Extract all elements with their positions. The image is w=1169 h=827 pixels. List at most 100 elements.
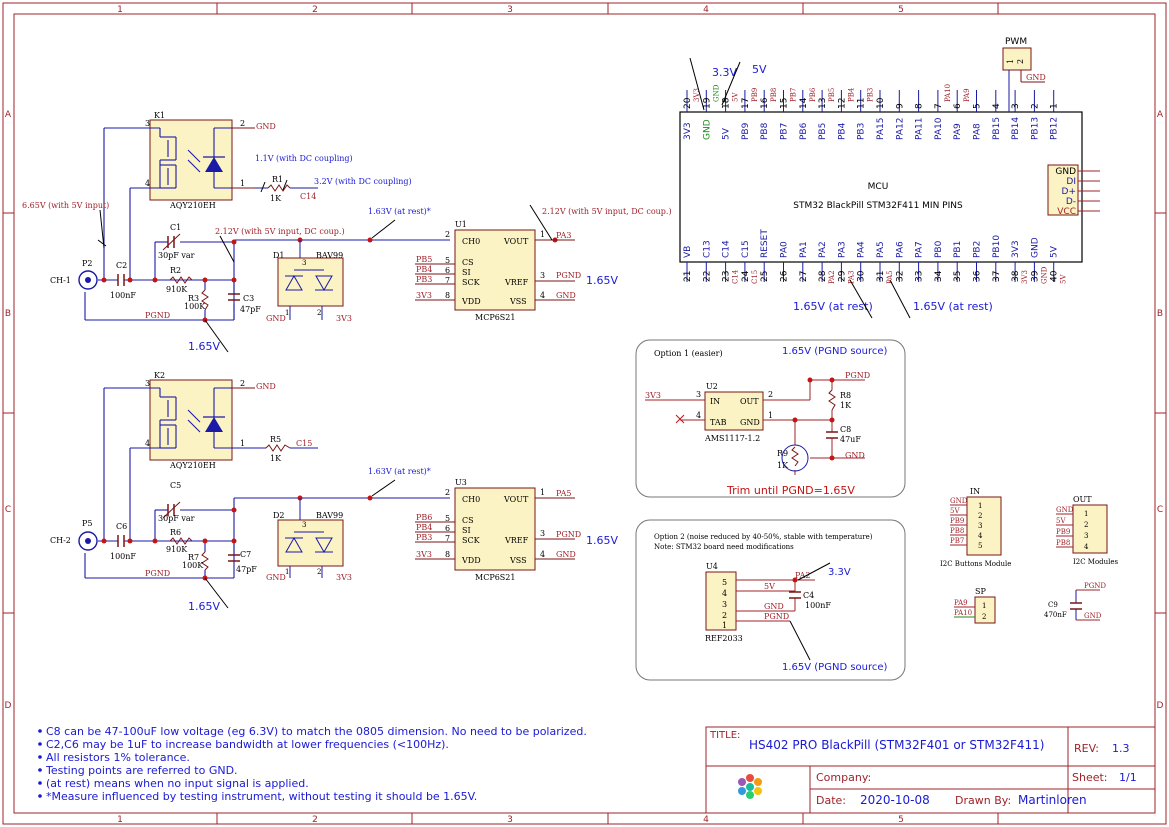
pwm-pin-2: 2 [1016,59,1025,64]
mcu-bottom-num: 23 [722,271,732,282]
mcu-bottom-pin: VB [683,246,693,258]
r2-value: 910K [166,285,188,294]
mcu-top-net: PB4 [847,87,855,102]
sp-net-pa9: PA9 [954,599,968,607]
d1-pin-2: 2 [317,309,321,317]
u4-num-2: 2 [722,611,727,620]
r5-net: C15 [296,439,312,448]
d1-part: BAV99 [316,251,343,260]
mcu-bottom-pin: PB2 [973,241,983,258]
tp-1v65-ch2: 1.65V [188,600,220,613]
c9-value: 470nF [1044,611,1067,619]
relay-k1-body [149,119,233,201]
c4-ref: C4 [803,591,814,600]
mcu-top-num: 10 [876,97,886,109]
r7-ref: R7 [188,553,199,562]
mcu-top-net: PB6 [809,87,817,102]
r8-ref: R8 [840,391,851,400]
mcu-bottom-pin: PB0 [934,240,944,258]
u1-pin-sck: SCK [462,278,481,287]
u3-num-4: 4 [540,550,545,559]
in-header [966,496,1002,556]
mcu-section: 203V33V319GNDGND185V5V17PB9PB916PB8PB815… [679,37,1100,319]
frame-col-2-bottom: 2 [312,815,318,825]
note-5: (at rest) means when no input signal is … [46,777,309,790]
date-label: Date: [816,794,846,807]
u2-pin-out: OUT [740,397,759,406]
mcu-top-net: PA9 [963,88,971,102]
mcu-top-num: 4 [992,103,1002,109]
u4-num-4: 4 [722,589,727,598]
note-2: C2,C6 may be 1uF to increase bandwidth a… [46,738,449,751]
in-num-3: 3 [978,522,982,530]
c9-pgnd: PGND [1084,582,1106,590]
mcu-bottom-num: 40 [1050,270,1060,282]
mcu-top-num: 11 [857,98,867,109]
mcu-top-num: 15 [780,98,790,109]
c1-ref: C1 [170,223,181,232]
frame-row-d: D [5,701,12,711]
c2-ref: C2 [116,261,127,270]
frame-col-4: 4 [703,5,709,15]
u3-num-3: 3 [540,529,545,538]
out-title: I2C Modules [1073,558,1119,566]
mcu-top-net: PB9 [751,88,759,102]
frame-row-c: C [5,505,11,515]
u3-num-5: 5 [445,514,450,523]
mcu-top-net: PB7 [790,88,798,102]
mcu-top-net: PB8 [770,88,778,102]
mcu-bottom-pin: C14 [722,240,732,258]
mcu-top-pin: 3V3 [683,122,693,140]
u1-part: MCP6S21 [475,313,515,322]
mcu-bottom-num: 35 [953,271,963,282]
mcu-bottom-num: 25 [760,271,770,282]
u3-net-vdd: 3V3 [416,550,432,559]
mcu-bottom-pin: PA6 [895,241,905,258]
r1-net: C14 [300,192,316,201]
u2-ref: U2 [706,382,718,391]
u1-num-5: 5 [445,256,450,265]
u3-num-1: 1 [540,488,545,497]
u3-pin-cs: CS [462,516,474,525]
mcu-top-net: PA10 [944,84,952,102]
d2-ref: D2 [273,511,285,520]
r3-ref: R3 [188,294,199,303]
mcu-bottom-net: C15 [751,270,759,284]
u3-pin-sck: SCK [462,536,481,545]
r3-value: 100K [184,302,206,311]
u1-num-8: 8 [445,291,450,300]
mcu-top-pin: PA8 [973,123,983,140]
mcu-top-pin: PB7 [780,123,790,140]
in-title: I2C Buttons Module [940,560,1011,568]
mcu-title: MCU [868,182,889,192]
mcu-top-pins: 203V33V319GNDGND185V5V17PB9PB916PB8PB815… [683,84,1060,140]
c8-value: 47uF [840,435,861,444]
mcu-top-pin: PA9 [953,123,963,140]
mcu-bottom-net: 3V3 [1021,270,1029,284]
tp-1v65-ch1: 1.65V [188,340,220,353]
mcu-top-pin: PB9 [741,122,751,140]
frame-col-1: 1 [117,5,123,15]
d1-diode-b [315,275,333,292]
u3-net-vout: PA5 [556,489,572,498]
c8-ref: C8 [840,425,851,434]
u1-num-4: 4 [540,291,545,300]
pwm-header [1002,47,1032,71]
mcu-bottom-num: 21 [683,271,693,282]
u3-net-vss: GND [556,550,576,559]
amp-u1-body [454,229,536,311]
in-net-gnd: GND [950,497,968,505]
u2-pin-in: IN [710,397,720,406]
ch1-label: CH-1 [50,276,71,285]
r5-value: 1K [270,454,282,463]
r5-ref: R5 [270,435,281,444]
out-label: OUT [1073,495,1092,504]
k1-ref: K1 [154,111,165,120]
mcu-top-num: 14 [799,97,809,109]
u4-net-pgnd: PGND [764,612,789,621]
k1-pin-4: 4 [145,179,150,188]
mcu-top-pin: PB8 [760,122,770,140]
d1-ref: D1 [273,251,285,260]
u4-num-1: 1 [722,621,727,630]
